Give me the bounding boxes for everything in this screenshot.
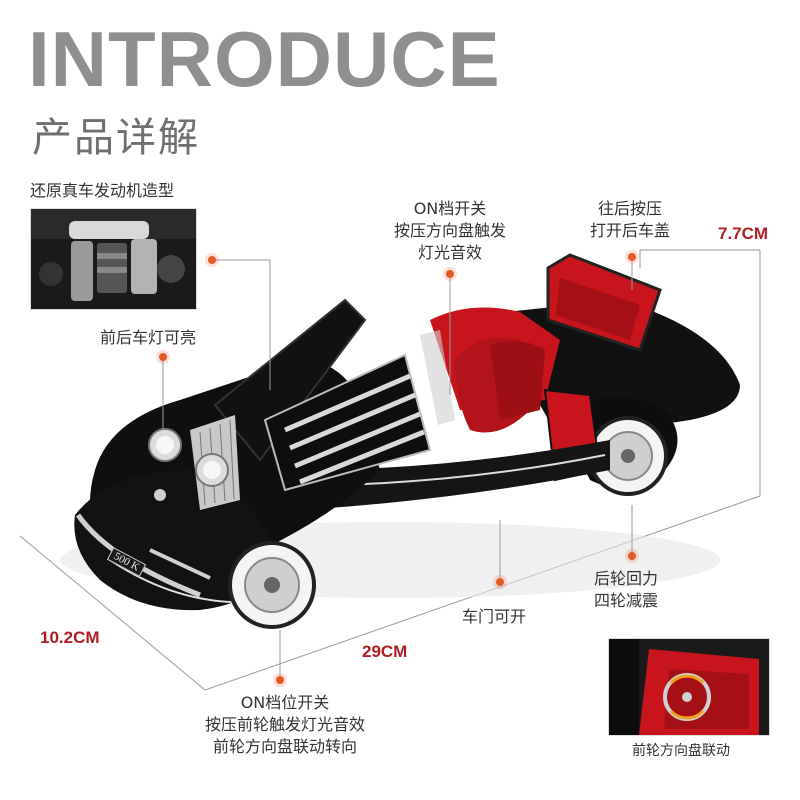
callout-line: ON档位开关 — [240, 693, 330, 712]
callout-dot-engine — [208, 256, 216, 264]
callout-line: 按压方向盘触发 — [393, 221, 506, 240]
on-switch-callout-top: ON档开关 按压方向盘触发 灯光音效 — [375, 198, 525, 264]
on-switch-callout-bottom: ON档位开关 按压前轮触发灯光音效 前轮方向盘联动转向 — [170, 692, 400, 758]
width-dimension: 10.2CM — [40, 628, 100, 647]
callout-dot-rear-wheels — [628, 552, 636, 560]
doors-callout: 车门可开 — [462, 607, 527, 626]
callout-dot-doors — [496, 578, 504, 586]
callout-line: 按压前轮触发灯光音效 — [204, 715, 365, 734]
callout-dot-lights — [159, 353, 167, 361]
callout-line: 往后按压 — [597, 199, 662, 218]
engine-caption: 还原真车发动机造型 — [30, 181, 175, 200]
callout-dot-trunk — [628, 253, 636, 261]
callout-line: 打开后车盖 — [589, 221, 670, 240]
callout-dot-on-switch — [446, 270, 454, 278]
rear-wheels-callout: 后轮回力 四轮减震 — [594, 568, 658, 612]
steering-caption: 前轮方向盘联动 — [632, 743, 730, 759]
callout-line: ON档开关 — [413, 199, 487, 218]
callout-line: 四轮减震 — [594, 591, 659, 610]
length-dimension: 29CM — [362, 642, 408, 661]
page-title: INTRODUCE — [28, 15, 501, 103]
callout-line: 灯光音效 — [417, 243, 482, 262]
lights-callout: 前后车灯可亮 — [100, 328, 197, 347]
steering-photo — [608, 638, 770, 736]
page-subtitle: 产品详解 — [32, 115, 200, 161]
trunk-callout: 往后按压 打开后车盖 — [575, 198, 685, 242]
height-dimension: 7.7CM — [718, 224, 769, 243]
callout-line: 前轮方向盘联动转向 — [212, 737, 357, 756]
callout-line: 后轮回力 — [594, 569, 659, 588]
callout-dot-front-switch — [276, 676, 284, 684]
engine-photo — [30, 208, 197, 310]
